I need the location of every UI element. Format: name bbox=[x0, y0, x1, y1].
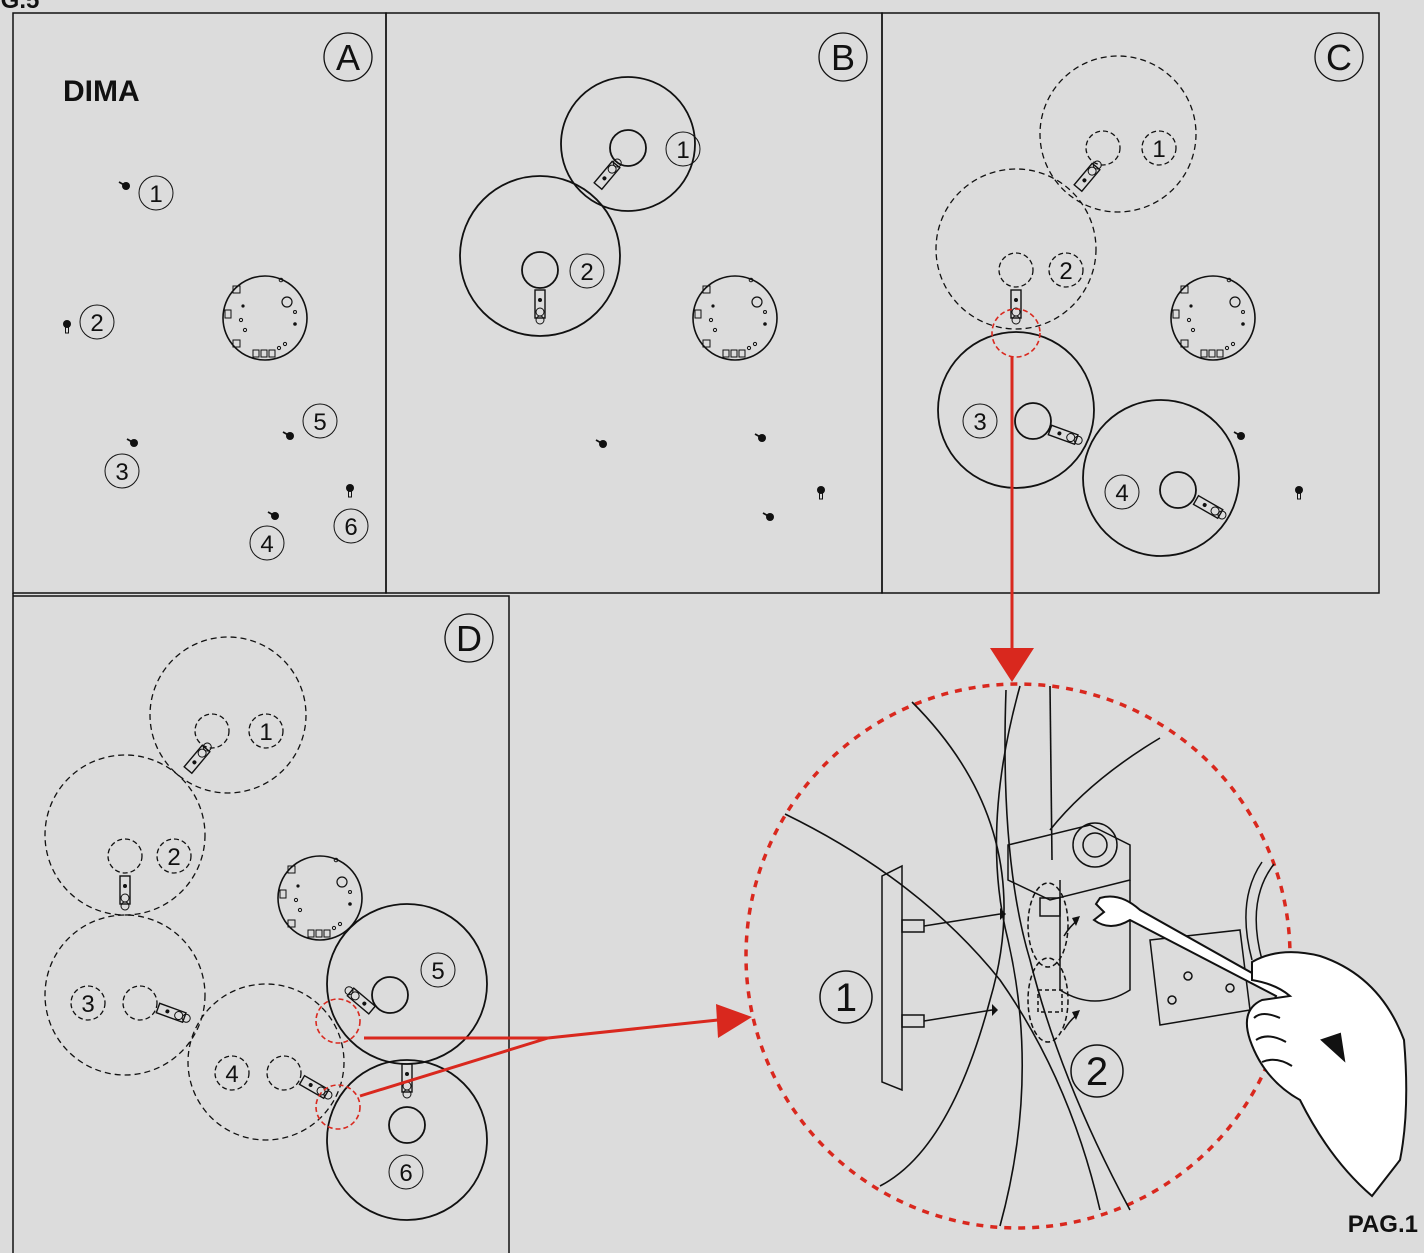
bracket-icon bbox=[1047, 424, 1085, 448]
highlight-circle bbox=[315, 998, 361, 1044]
hand-icon bbox=[1246, 951, 1408, 1198]
number-badge: 3 bbox=[81, 991, 94, 1018]
screw-icon bbox=[762, 512, 775, 522]
page-number: PAG.1 bbox=[1348, 1211, 1418, 1238]
panel-label-c: C bbox=[1314, 32, 1364, 82]
svg-text:6: 6 bbox=[344, 514, 357, 541]
detail-step-1: 1 bbox=[835, 976, 857, 1020]
svg-text:B: B bbox=[831, 37, 855, 78]
svg-text:4: 4 bbox=[260, 531, 273, 558]
number-badge: 1 bbox=[1152, 136, 1165, 163]
panel-label-a: A bbox=[323, 32, 373, 82]
svg-text:D: D bbox=[456, 618, 482, 659]
svg-text:3: 3 bbox=[115, 459, 128, 486]
hub-plate-a bbox=[222, 275, 308, 361]
bracket-icon bbox=[1192, 494, 1229, 523]
number-badge: 2 bbox=[1059, 258, 1072, 285]
bracket-icon bbox=[1010, 289, 1022, 325]
screw-icon bbox=[1294, 485, 1304, 500]
bracket-icon bbox=[534, 289, 546, 325]
svg-text:2: 2 bbox=[90, 310, 103, 337]
highlight-circle bbox=[991, 308, 1041, 358]
bracket-icon bbox=[155, 1002, 193, 1026]
svg-text:C: C bbox=[1326, 37, 1352, 78]
screw-icon bbox=[816, 485, 826, 500]
bracket-icon bbox=[298, 1074, 335, 1103]
number-badge: 1 bbox=[676, 137, 689, 164]
number-badge: 2 bbox=[580, 259, 593, 286]
panel-frames bbox=[12, 12, 1380, 1253]
panel-label-d: D bbox=[444, 613, 494, 663]
screw-icon bbox=[267, 511, 280, 521]
svg-text:5: 5 bbox=[313, 409, 326, 436]
screw-icon bbox=[345, 483, 355, 498]
screw-icon bbox=[282, 431, 295, 441]
figure-label: IG.5 bbox=[0, 0, 39, 14]
number-badge: 2 bbox=[167, 844, 180, 871]
number-badge: 6 bbox=[399, 1160, 412, 1187]
screw-icon bbox=[126, 438, 139, 448]
screw-icon bbox=[595, 439, 608, 449]
arrow-icon bbox=[359, 1004, 752, 1098]
detail-view: 1 2 bbox=[744, 682, 1408, 1230]
hub-plate-d bbox=[277, 855, 363, 941]
number-badge: 1 bbox=[259, 719, 272, 746]
highlight-circle bbox=[315, 1084, 361, 1130]
bracket-icon bbox=[183, 740, 215, 774]
screw-icon bbox=[118, 181, 131, 191]
svg-text:1: 1 bbox=[149, 181, 162, 208]
number-badges-a: 1 2 3 5 4 6 bbox=[79, 175, 369, 561]
bracket-icon bbox=[119, 875, 131, 911]
arrow-icon bbox=[990, 648, 1034, 682]
screw-icon bbox=[62, 319, 72, 334]
number-badge: 5 bbox=[431, 958, 444, 985]
screw-icon bbox=[754, 433, 767, 443]
screw-icon bbox=[1233, 431, 1246, 441]
hub-plate-c bbox=[1170, 275, 1256, 361]
bracket-icon bbox=[1073, 158, 1105, 192]
hub-plate-b bbox=[692, 275, 778, 361]
number-badge: 3 bbox=[973, 409, 986, 436]
number-badge: 4 bbox=[225, 1061, 238, 1088]
svg-text:A: A bbox=[336, 37, 360, 78]
lampshade-group-b bbox=[459, 76, 696, 337]
brand-name: DIMA bbox=[63, 75, 140, 108]
bracket-icon bbox=[342, 983, 376, 1015]
panel-label-b: B bbox=[818, 32, 868, 82]
bracket-icon bbox=[593, 156, 625, 190]
number-badge: 4 bbox=[1115, 480, 1128, 507]
detail-step-2: 2 bbox=[1086, 1050, 1108, 1094]
lampshade-group-c bbox=[935, 55, 1240, 557]
